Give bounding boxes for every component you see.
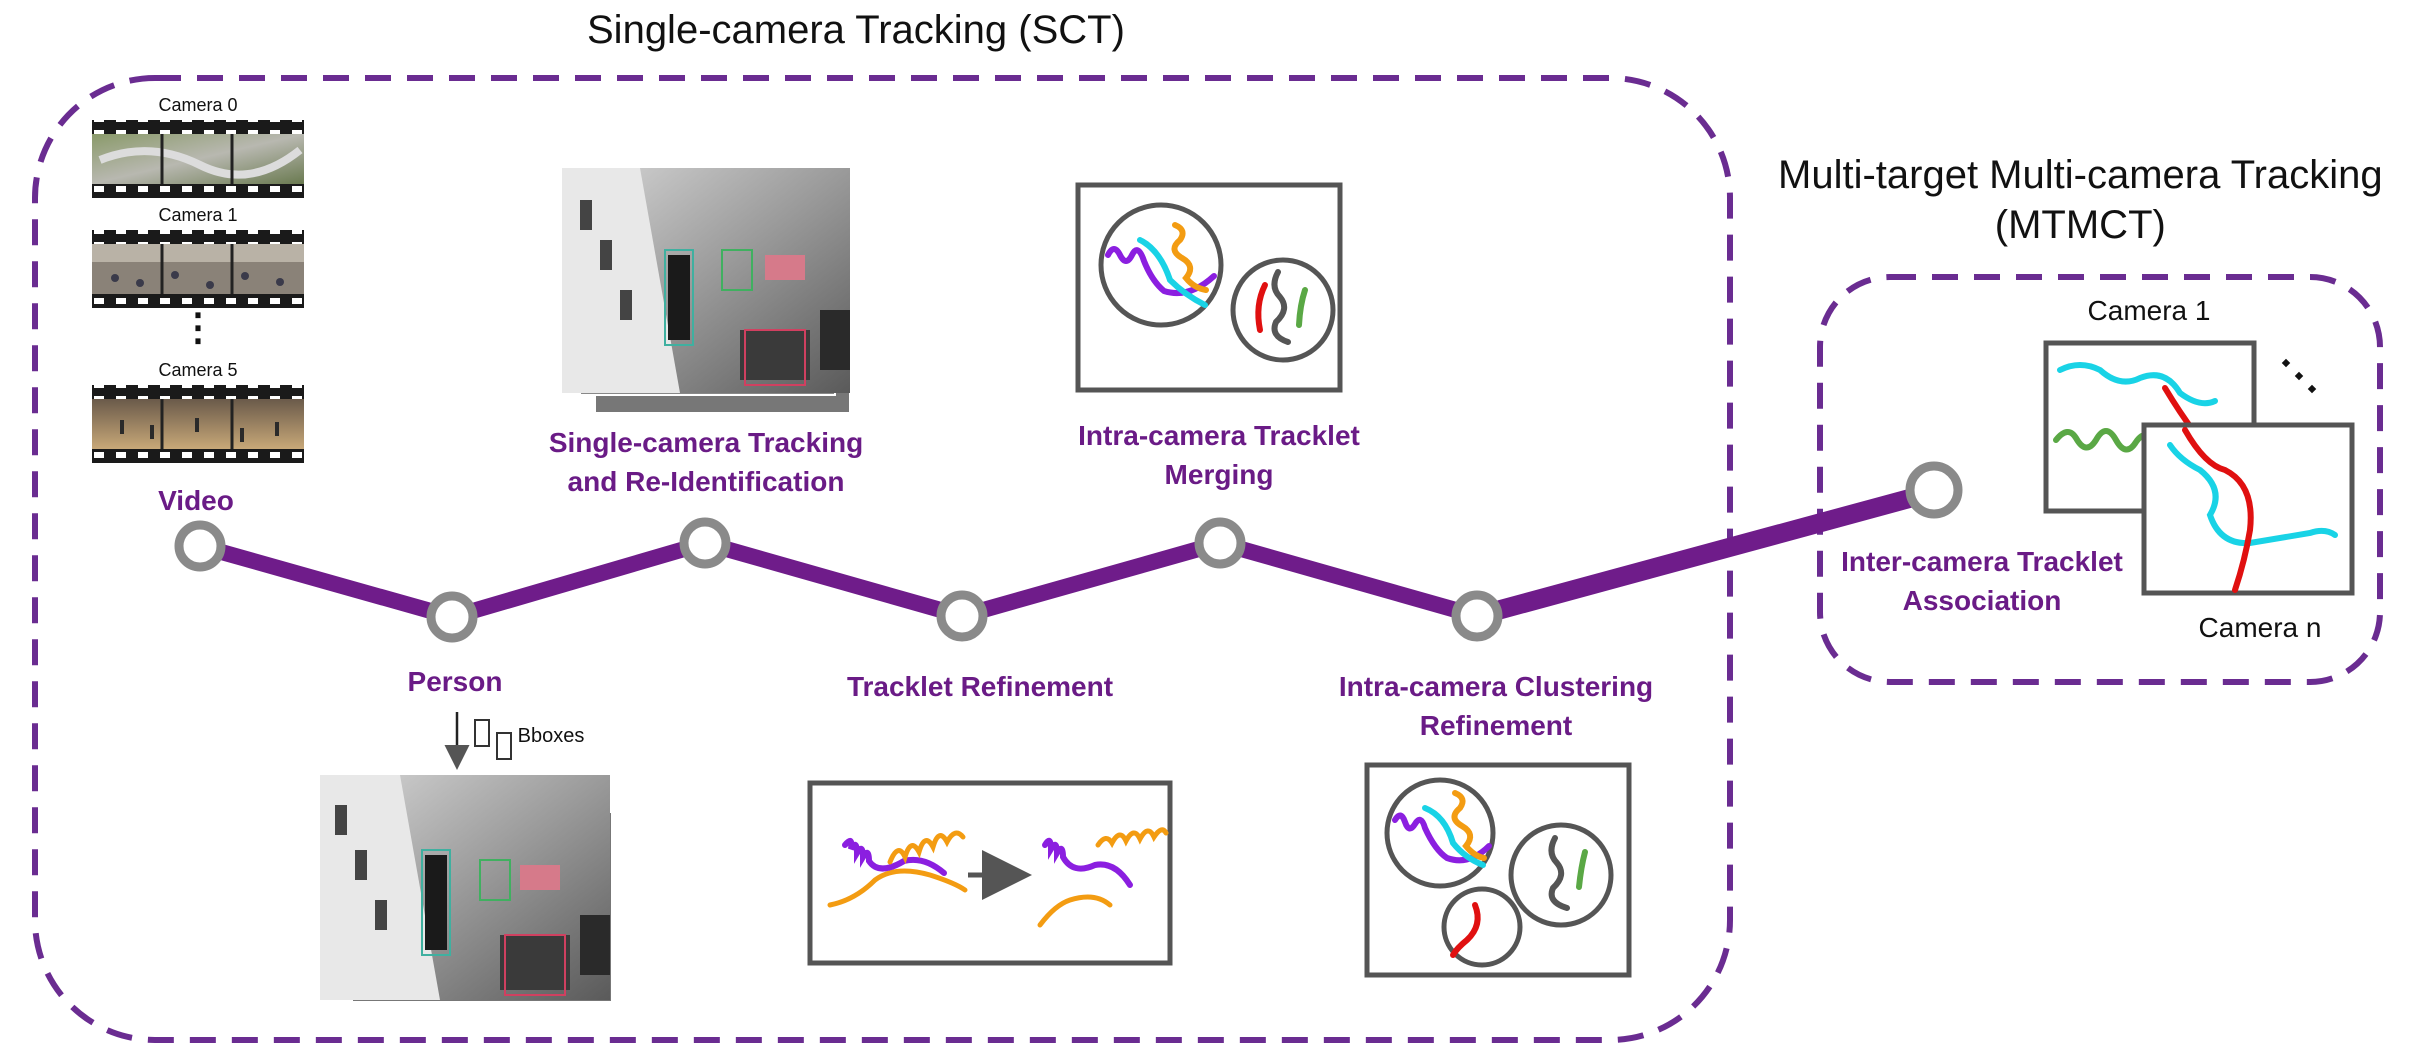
mtmct-camera-n-label: Camera n — [2198, 612, 2322, 643]
pipeline-path-tapered-end — [1477, 482, 1940, 626]
mtmct-title-line1: Multi-target Multi-camera Tracking — [1778, 153, 2383, 197]
node-refinement — [936, 590, 988, 642]
film-strip-camera-5 — [92, 385, 304, 463]
label-clustering: Intra-camera Clustering Refinement — [1339, 667, 1653, 745]
bboxes-indicator — [444, 712, 512, 770]
sct-title: Single-camera Tracking (SCT) — [587, 8, 1125, 52]
label-merging-line2: Merging — [1164, 459, 1274, 491]
label-sct-reid: Single-camera Tracking and Re-Identifica… — [549, 423, 863, 501]
camera-0-label: Camera 0 — [158, 95, 238, 115]
mtmct-title: Multi-target Multi-camera Tracking (MTMC… — [1778, 150, 2383, 250]
node-clustering — [1451, 590, 1503, 642]
more-cameras-dots — [2281, 358, 2317, 394]
sct-dashed-container — [32, 75, 1733, 1043]
label-merging-line1: Intra-camera Tracklet — [1078, 420, 1360, 451]
film-strip-camera-0 — [92, 120, 304, 198]
pipeline-path — [197, 535, 1480, 625]
label-association-line2: Association — [1902, 585, 2062, 617]
label-association-line1: Inter-camera Tracklet — [1841, 546, 2123, 577]
mtmct-dashed-container — [1817, 274, 2383, 685]
node-merging — [1194, 517, 1246, 569]
bbox-icon-2 — [496, 732, 512, 760]
node-association — [1905, 461, 1963, 519]
node-video — [174, 520, 226, 572]
label-sct-reid-line1: Single-camera Tracking — [548, 427, 864, 458]
pipeline-nodes — [174, 461, 1963, 643]
label-video: Video — [158, 485, 234, 516]
sct-reid-frame-stack — [562, 168, 851, 414]
camera-5-label: Camera 5 — [158, 360, 238, 380]
label-association: Inter-camera Tracklet Association — [1841, 542, 2123, 620]
person-frame-stack — [320, 775, 613, 1003]
bbox-icon-1 — [474, 719, 490, 747]
mtmct-camera-frames — [2043, 340, 2355, 596]
label-clustering-line2: Refinement — [1419, 710, 1573, 742]
label-merging: Intra-camera Tracklet Merging — [1078, 416, 1360, 494]
clustering-illustration — [1364, 762, 1632, 978]
label-clustering-line1: Intra-camera Clustering — [1338, 671, 1654, 702]
label-refinement: Tracklet Refinement — [846, 671, 1114, 702]
refinement-illustration — [807, 780, 1173, 966]
node-sct-reid — [679, 517, 731, 569]
label-person: Person — [407, 666, 503, 697]
merging-illustration — [1075, 182, 1343, 393]
video-film-strips — [92, 120, 304, 463]
label-sct-reid-line2: and Re-Identification — [567, 466, 845, 498]
mtmct-camera-1-label: Camera 1 — [2087, 295, 2211, 326]
bboxes-label: Bboxes — [517, 725, 585, 747]
mtmct-title-line2: (MTMCT) — [1994, 203, 2166, 247]
node-person — [426, 591, 478, 643]
film-strip-camera-1 — [92, 230, 304, 308]
camera-1-label: Camera 1 — [158, 205, 238, 225]
camera-ellipsis: ⋮ — [179, 307, 217, 349]
